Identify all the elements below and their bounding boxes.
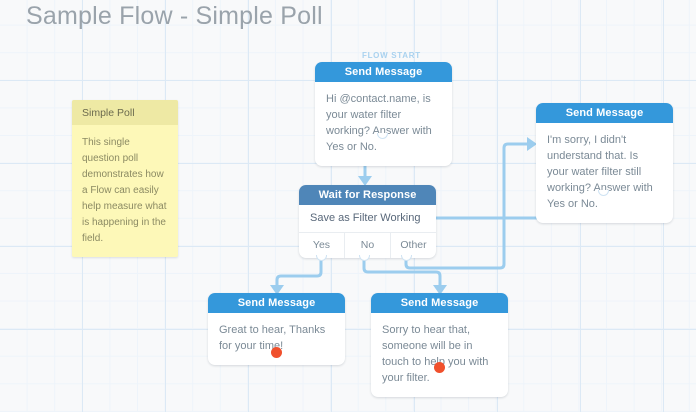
- node-body-text: Great to hear, Thanks for your time!: [219, 324, 326, 352]
- node-header-wait-for-response: Wait for Response: [299, 185, 436, 205]
- terminal-dot-yes: [271, 347, 282, 358]
- wire-no-to-send-no: [362, 257, 442, 286]
- node-send-message-no[interactable]: Send Message Sorry to hear that, someone…: [371, 293, 508, 397]
- exit-nub-other[interactable]: [401, 255, 412, 261]
- sticky-note-body: This single question poll demonstrates h…: [82, 137, 167, 244]
- node-wait-for-response[interactable]: Wait for Response Save as Filter Working…: [299, 185, 436, 258]
- node-header-send-message: Send Message: [536, 103, 673, 123]
- wire-yes-to-send-yes: [275, 257, 323, 286]
- exit-nub-yes[interactable]: [316, 255, 327, 261]
- node-body-text: I'm sorry, I didn't understand that. Is …: [547, 134, 653, 210]
- sticky-note[interactable]: Simple Poll This single question poll de…: [72, 100, 178, 257]
- wait-exit-no[interactable]: No: [344, 233, 390, 258]
- node-send-message-question[interactable]: Send Message Hi @contact.name, is your w…: [315, 62, 452, 166]
- node-header-send-message: Send Message: [371, 293, 508, 313]
- flow-start-label: FLOW START: [362, 51, 421, 60]
- wait-exit-other[interactable]: Other: [390, 233, 436, 258]
- wait-exit-yes[interactable]: Yes: [312, 239, 331, 251]
- page-title: Sample Flow - Simple Poll: [26, 2, 323, 30]
- node-header-send-message: Send Message: [208, 293, 345, 313]
- node-body-text: Sorry to hear that, someone will be in t…: [382, 324, 489, 384]
- exit-nub-no[interactable]: [359, 255, 370, 261]
- sticky-note-title: Simple Poll: [72, 100, 178, 125]
- wait-exit-row: Yes No Other: [299, 232, 436, 258]
- wait-save-as-label: Save as Filter Working: [310, 212, 421, 224]
- node-body-text: Hi @contact.name, is your water filter w…: [326, 93, 432, 153]
- node-send-message-retry[interactable]: Send Message I'm sorry, I didn't underst…: [536, 103, 673, 223]
- node-header-send-message: Send Message: [315, 62, 452, 82]
- terminal-dot-no: [434, 362, 445, 373]
